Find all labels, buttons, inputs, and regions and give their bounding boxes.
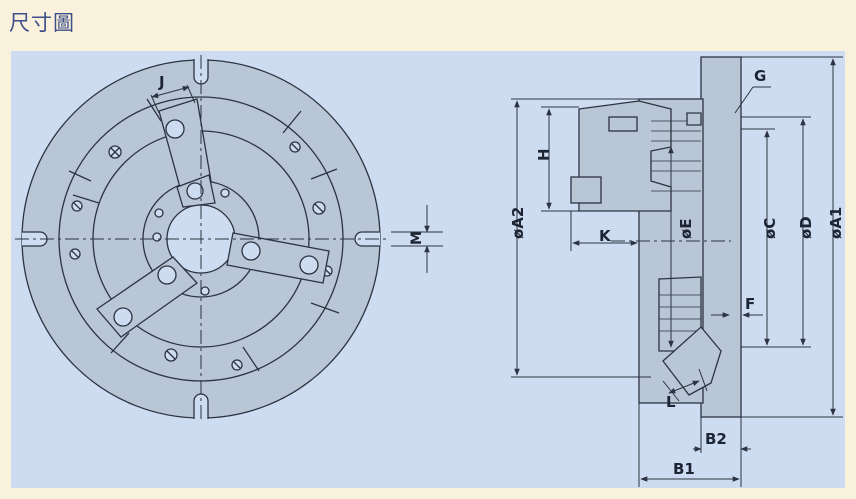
jaw-step	[570, 176, 602, 204]
label-a2: øA2	[509, 207, 527, 239]
label-h: H	[535, 148, 553, 161]
dimension-drawing: J M	[15, 55, 845, 487]
page-title: 尺寸圖	[9, 11, 75, 35]
label-a1: øA1	[827, 207, 845, 239]
chuck-side-view	[570, 56, 742, 418]
dim-j	[150, 84, 196, 114]
g-screw	[686, 112, 702, 126]
drawing-panel: J M	[11, 51, 845, 488]
label-j: J	[158, 73, 165, 91]
label-m: M	[409, 231, 425, 245]
label-b2: B2	[705, 430, 727, 448]
label-f: F	[745, 295, 755, 313]
face-segments	[68, 98, 340, 372]
label-d: øD	[797, 216, 815, 239]
label-k: K	[599, 227, 612, 245]
side-dimensions	[511, 56, 843, 487]
top-jaw	[578, 100, 672, 212]
label-b1: B1	[673, 460, 695, 478]
label-g: G	[754, 67, 766, 85]
chuck-front-view	[15, 55, 387, 423]
center-lines	[15, 55, 387, 423]
jaws	[96, 98, 330, 338]
dim-m	[391, 205, 443, 273]
label-l: L	[666, 393, 676, 411]
label-e: øE	[677, 218, 695, 239]
label-c: øC	[761, 218, 779, 239]
